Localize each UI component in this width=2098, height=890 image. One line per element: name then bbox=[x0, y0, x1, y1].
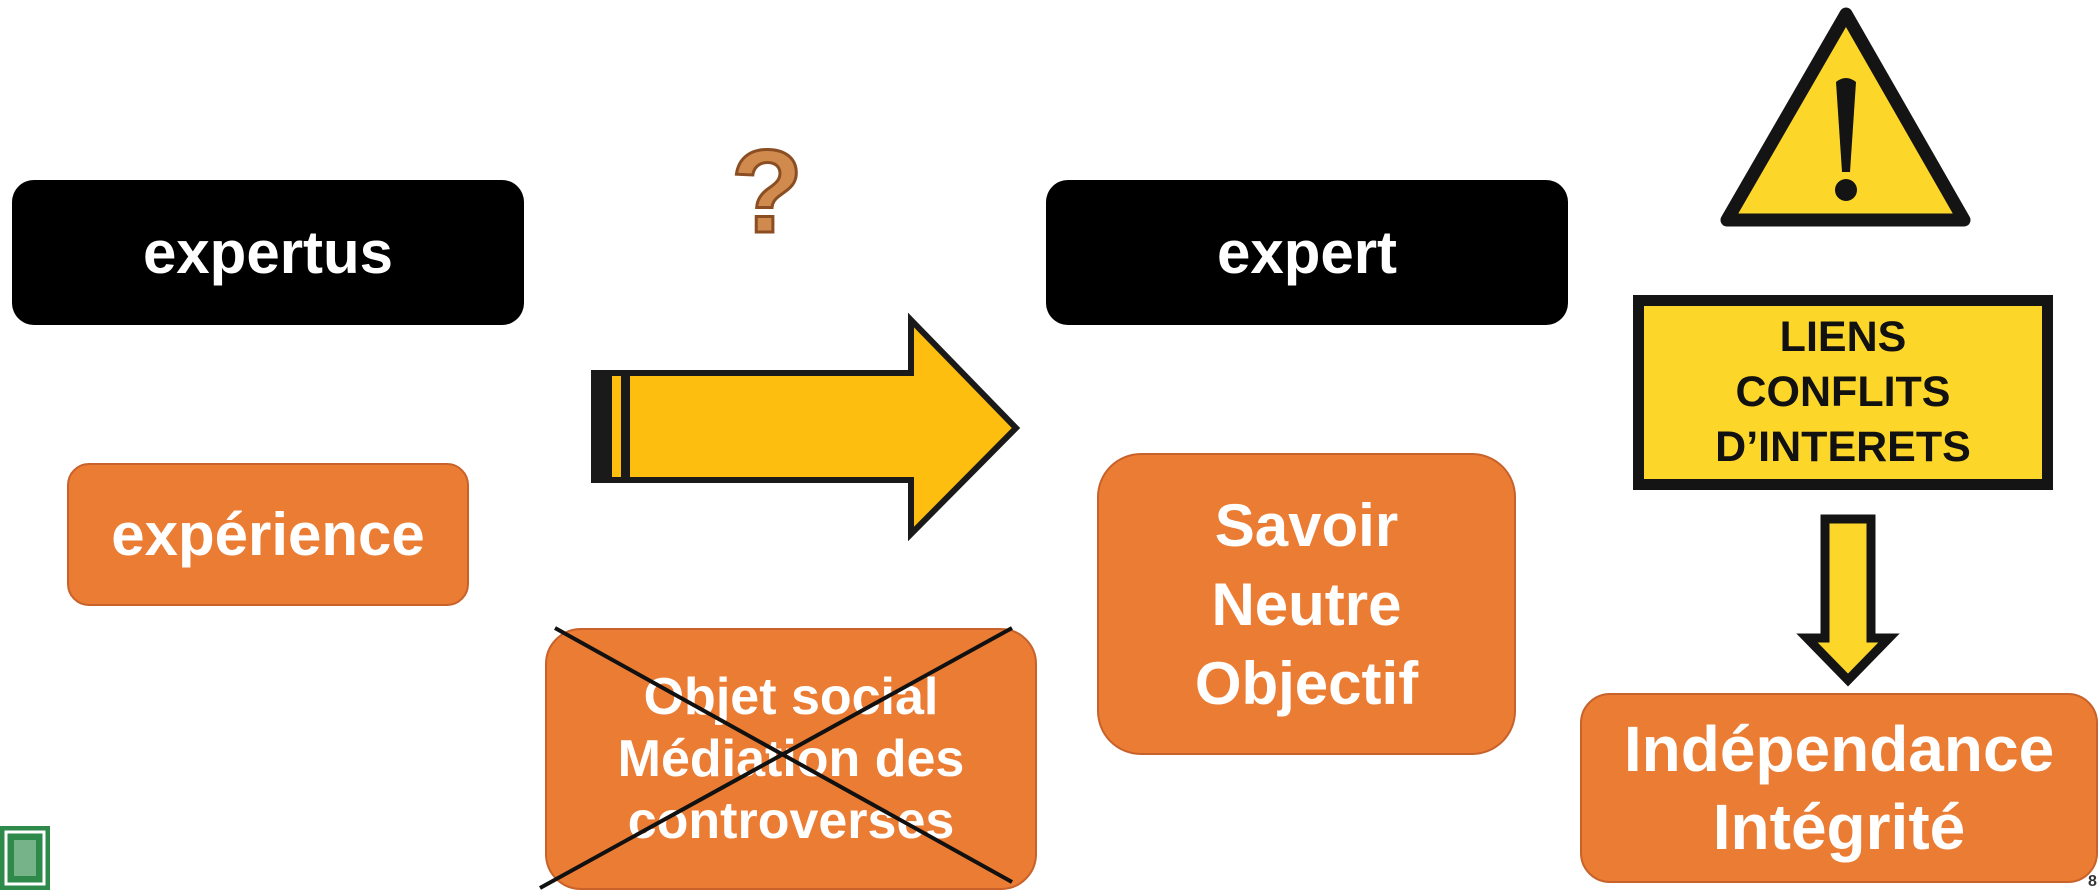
savoir-line-1: Savoir bbox=[1214, 491, 1399, 559]
warning-triangle-icon bbox=[1720, 7, 1971, 227]
right-arrow-icon bbox=[591, 312, 1021, 542]
sign-line-2: CONFLITS bbox=[1735, 368, 1951, 416]
savoir-line-3: Objectif bbox=[1194, 649, 1419, 717]
experience-box: expérience bbox=[67, 463, 469, 606]
conflicts-sign: LIENS CONFLITS D’INTERETS bbox=[1633, 295, 2053, 490]
sign-line-1: LIENS bbox=[1779, 313, 1907, 361]
expertus-box: expertus bbox=[12, 180, 524, 325]
page-number-text: 8 bbox=[2088, 873, 2097, 890]
savoir-box: Savoir Neutre Objectif bbox=[1097, 453, 1516, 755]
independance-line-2: Intégrité bbox=[1712, 791, 1966, 863]
expert-label: expert bbox=[1216, 219, 1398, 286]
down-arrow-icon bbox=[1796, 514, 1900, 687]
experience-label: expérience bbox=[111, 501, 425, 568]
expertus-label: expertus bbox=[142, 219, 394, 286]
question-mark-icon: ? bbox=[729, 125, 804, 260]
independance-line-1: Indépendance bbox=[1623, 713, 2055, 785]
svg-text:?: ? bbox=[731, 126, 803, 258]
crossed-box: Objet social Médiation des controverses bbox=[545, 628, 1037, 890]
cross-out-lines bbox=[539, 626, 1013, 890]
sign-line-3: D’INTERETS bbox=[1715, 423, 1971, 471]
savoir-line-2: Neutre bbox=[1211, 570, 1402, 638]
expert-box: expert bbox=[1046, 180, 1568, 325]
page-number: 8 bbox=[2088, 874, 2097, 890]
logo-icon bbox=[0, 826, 50, 890]
independance-box: Indépendance Intégrité bbox=[1580, 693, 2098, 883]
